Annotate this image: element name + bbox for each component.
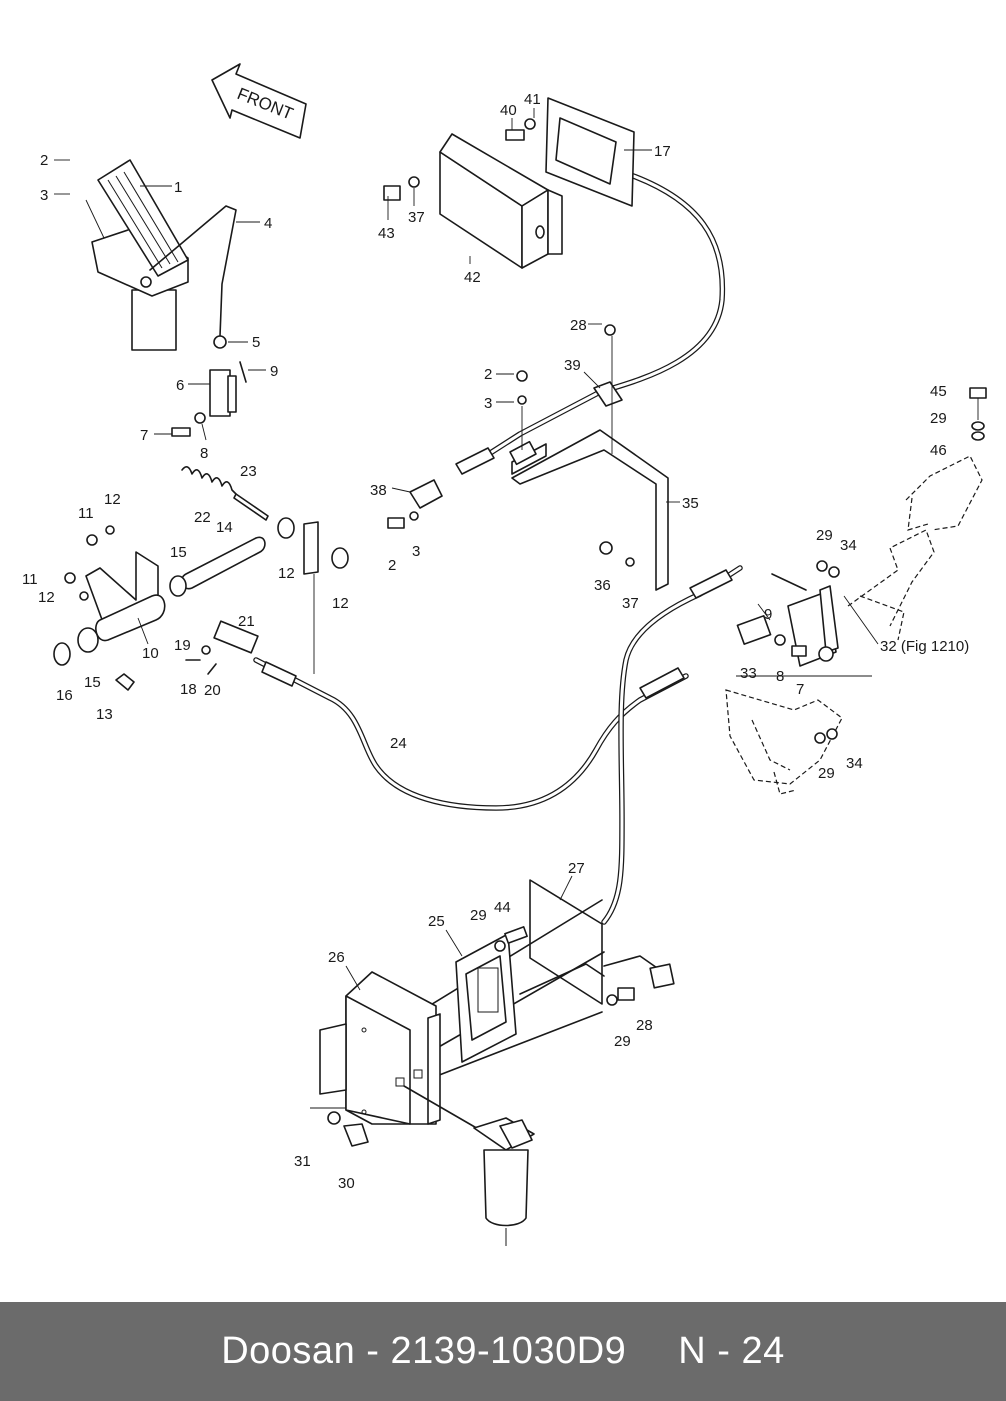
callout-34b: 34 bbox=[846, 755, 863, 772]
callout-2: 2 bbox=[40, 152, 48, 169]
callout-11a: 11 bbox=[78, 505, 94, 522]
callout-1: 1 bbox=[174, 179, 182, 196]
callout-15a: 15 bbox=[170, 544, 187, 561]
callout-4: 4 bbox=[264, 215, 272, 232]
callout-30: 30 bbox=[338, 1175, 355, 1192]
callout-46: 46 bbox=[930, 442, 947, 459]
callout-9b: 9 bbox=[764, 606, 772, 623]
callout-31: 31 bbox=[294, 1153, 311, 1170]
callout-12b: 12 bbox=[278, 565, 295, 582]
callout-43: 43 bbox=[378, 225, 395, 242]
upper-cable bbox=[455, 171, 743, 925]
callout-32: 32 (Fig 1210) bbox=[880, 638, 969, 655]
callout-41: 41 bbox=[524, 91, 541, 108]
callout-24: 24 bbox=[390, 735, 407, 752]
callout-40: 40 bbox=[500, 102, 517, 119]
callout-37b: 37 bbox=[622, 595, 639, 612]
footer-page: N - 24 bbox=[678, 1330, 785, 1372]
front-arrow: FRONT bbox=[211, 63, 307, 139]
throttle-cable bbox=[253, 657, 689, 811]
callout-8: 8 bbox=[200, 445, 208, 462]
callout-21: 21 bbox=[238, 613, 255, 630]
callout-2b: 2 bbox=[484, 366, 492, 383]
pedal-rod bbox=[149, 205, 237, 337]
mounting-plate bbox=[529, 879, 603, 1005]
callout-45: 45 bbox=[930, 383, 947, 400]
callout-36: 36 bbox=[594, 577, 611, 594]
parts-diagram: FRONT bbox=[22, 63, 987, 1246]
callout-29b: 29 bbox=[816, 527, 833, 544]
leader-lines bbox=[54, 108, 879, 991]
callout-13: 13 bbox=[96, 706, 113, 723]
callout-28b: 28 bbox=[636, 1017, 653, 1034]
callout-10: 10 bbox=[142, 645, 159, 662]
cover-box bbox=[439, 133, 563, 269]
callout-23: 23 bbox=[240, 463, 257, 480]
callout-12a: 12 bbox=[104, 491, 121, 508]
callout-38: 38 bbox=[370, 482, 387, 499]
callout-5: 5 bbox=[252, 334, 260, 351]
callout-16: 16 bbox=[56, 687, 73, 704]
callout-33: 33 bbox=[740, 665, 757, 682]
clevis bbox=[209, 369, 231, 417]
mounting-bracket bbox=[509, 429, 669, 591]
callout-2c: 2 bbox=[388, 557, 396, 574]
callout-29c: 29 bbox=[818, 765, 835, 782]
callout-3: 3 bbox=[40, 187, 48, 204]
callout-29d: 29 bbox=[470, 907, 487, 924]
callout-20: 20 bbox=[204, 682, 221, 699]
footer-separator: - bbox=[366, 1330, 380, 1372]
callout-34a: 34 bbox=[840, 537, 857, 554]
relay-box bbox=[319, 971, 441, 1125]
callout-labels: 1 2 3 4 5 6 9 7 8 23 22 14 11 12 15 12 1… bbox=[22, 91, 969, 1192]
callout-37a: 37 bbox=[408, 209, 425, 226]
callout-44: 44 bbox=[494, 899, 511, 916]
callout-42: 42 bbox=[464, 269, 481, 286]
callout-19: 19 bbox=[174, 637, 191, 654]
callout-22: 22 bbox=[194, 509, 211, 526]
callout-27: 27 bbox=[568, 860, 585, 877]
callout-7b: 7 bbox=[796, 681, 804, 698]
controller-module bbox=[455, 933, 517, 1063]
callout-9: 9 bbox=[270, 363, 278, 380]
filter-canister bbox=[473, 1117, 535, 1246]
callout-26: 26 bbox=[328, 949, 345, 966]
callout-8b: 8 bbox=[776, 668, 784, 685]
callout-25: 25 bbox=[428, 913, 445, 930]
callout-17: 17 bbox=[654, 143, 671, 160]
callout-18: 18 bbox=[180, 681, 197, 698]
callout-39: 39 bbox=[564, 357, 581, 374]
callout-12d: 12 bbox=[38, 589, 55, 606]
callout-11b: 11 bbox=[22, 571, 38, 588]
callout-3c: 3 bbox=[412, 543, 420, 560]
callout-14: 14 bbox=[216, 519, 233, 536]
callout-12c: 12 bbox=[332, 595, 349, 612]
footer-part-number: 2139-1030D9 bbox=[390, 1330, 627, 1372]
footer-brand: Doosan bbox=[221, 1330, 356, 1372]
callout-29e: 29 bbox=[614, 1033, 631, 1050]
callout-15b: 15 bbox=[84, 674, 101, 691]
callout-3b: 3 bbox=[484, 395, 492, 412]
callout-29a: 29 bbox=[930, 410, 947, 427]
return-spring bbox=[181, 466, 237, 495]
callout-6: 6 bbox=[176, 377, 184, 394]
accelerator-pedal bbox=[91, 159, 189, 351]
callout-35: 35 bbox=[682, 495, 699, 512]
callout-28a: 28 bbox=[570, 317, 587, 334]
footer-bar: Doosan - 2139-1030D9 N - 24 bbox=[0, 1302, 1006, 1401]
callout-7: 7 bbox=[140, 427, 148, 444]
